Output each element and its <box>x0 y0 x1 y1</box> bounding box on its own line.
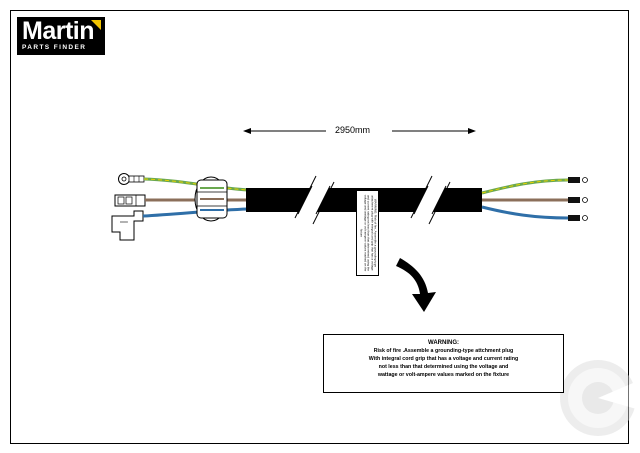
drawing-frame <box>10 10 629 444</box>
warning-line: Risk of fire .Assemble a grounding-type … <box>373 348 514 354</box>
dimension-label: 2950mm <box>335 125 371 135</box>
ring-terminal-icon <box>118 173 145 185</box>
warning-box: WARNING: Risk of fire .Assemble a ground… <box>323 334 564 393</box>
flag-terminal-icon <box>111 210 144 241</box>
spade-terminal-icon <box>114 194 146 207</box>
logo-subtitle: PARTS FINDER <box>22 44 87 51</box>
warning-line: wattage or volt-ampere values marked on … <box>377 372 510 378</box>
warning-line: With integral cord grip that has a volta… <box>368 356 519 362</box>
warning-title: WARNING: <box>428 340 459 346</box>
watermark-gear-icon <box>560 360 640 436</box>
logo-accent-icon <box>91 20 101 30</box>
warning-line: not less than that determined using the … <box>378 364 509 370</box>
right-wires <box>481 178 569 220</box>
curved-arrow-icon <box>396 258 436 312</box>
warning-tag-text: WARNING: Risk of fire. Assemble a ground… <box>359 194 378 272</box>
dimension-arrow <box>243 128 476 134</box>
logo-name: Martin <box>22 17 95 45</box>
ferrule-ends-icon <box>568 177 588 221</box>
martin-logo: Martin PARTS FINDER <box>17 17 105 55</box>
warning-tag: WARNING: Risk of fire. Assemble a ground… <box>356 190 379 276</box>
cord-grip-icon <box>194 176 228 222</box>
